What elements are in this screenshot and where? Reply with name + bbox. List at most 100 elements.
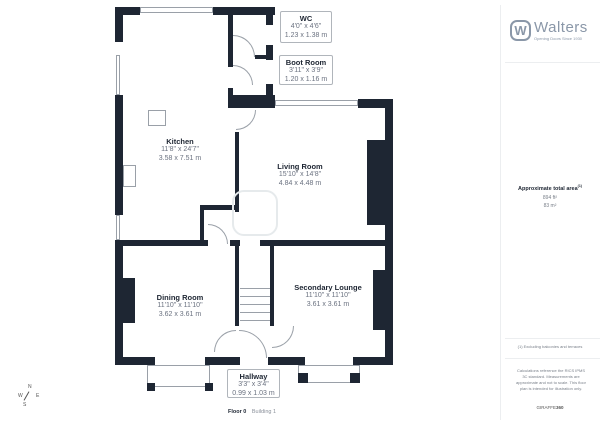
room-imperial: 11'10" x 11'10" xyxy=(305,292,351,300)
brand-name: Walters xyxy=(534,19,588,36)
logo-mark: W xyxy=(510,20,531,41)
wall xyxy=(266,45,273,60)
area-footnote-ref: (1) xyxy=(577,184,582,188)
front-door[interactable] xyxy=(239,330,267,358)
room-metric: 4.84 x 4.48 m xyxy=(278,180,322,188)
door[interactable] xyxy=(236,110,256,130)
compass-icon: N E S W xyxy=(18,384,42,408)
wall xyxy=(298,373,308,383)
wall xyxy=(115,7,140,15)
room-imperial: 11'10" x 11'10" xyxy=(157,302,203,310)
info-panel xyxy=(500,5,600,420)
watermark-logo xyxy=(232,190,278,236)
wall xyxy=(385,240,393,365)
room-name: Hallway xyxy=(239,372,268,381)
window xyxy=(140,7,213,13)
room-name: Boot Room xyxy=(285,58,327,67)
door[interactable] xyxy=(208,224,228,244)
room-label-secondary-lounge: Secondary Lounge 11'10" x 11'10" 3.61 x … xyxy=(278,283,378,310)
wall xyxy=(235,246,239,326)
wall xyxy=(200,205,204,245)
wall xyxy=(200,205,239,210)
sink-icon xyxy=(123,165,136,187)
door[interactable] xyxy=(233,65,253,85)
wall xyxy=(213,7,275,15)
room-imperial: 4'0" x 4'6" xyxy=(290,23,322,31)
room-name: Dining Room xyxy=(156,293,204,302)
window xyxy=(275,100,358,106)
area-sqm: 83 m² xyxy=(543,203,557,209)
wall xyxy=(255,55,267,59)
hob-icon xyxy=(148,110,166,126)
wall xyxy=(268,357,305,365)
wall xyxy=(260,240,393,246)
room-metric: 1.23 x 1.38 m xyxy=(284,32,328,40)
divider xyxy=(505,358,600,359)
room-name: WC xyxy=(299,14,313,23)
room-metric: 0.99 x 1.03 m xyxy=(232,390,275,398)
wall xyxy=(266,7,273,25)
wall xyxy=(147,383,155,391)
window xyxy=(116,55,120,95)
fireplace xyxy=(373,270,385,330)
room-imperial: 3'3" x 3'4" xyxy=(238,381,269,389)
wall xyxy=(228,95,275,108)
room-imperial: 11'8" x 24'7" xyxy=(161,146,199,154)
stair-tread xyxy=(240,320,270,321)
wall xyxy=(358,99,393,108)
wall xyxy=(115,240,208,246)
compass-w: W xyxy=(18,393,23,399)
wall xyxy=(205,383,213,391)
wall xyxy=(115,357,155,365)
compass-e: E xyxy=(36,393,40,399)
divider xyxy=(505,62,600,63)
room-name: Living Room xyxy=(277,162,323,171)
credit: GIRAFFE360 xyxy=(505,405,595,410)
door[interactable] xyxy=(214,330,236,352)
wall xyxy=(270,246,274,326)
floor-label: Floor 0 xyxy=(228,409,247,415)
wall xyxy=(350,373,360,383)
area-title: Approximate total area(1) xyxy=(505,184,595,192)
brand-logo: W Walters Opening Doors Since 1930 xyxy=(510,19,595,42)
wall xyxy=(115,95,123,215)
wall xyxy=(353,357,393,365)
room-label-hallway: Hallway 3'3" x 3'4" 0.99 x 1.03 m xyxy=(227,369,280,398)
fireplace xyxy=(123,278,135,323)
credit-a: GIRAFFE xyxy=(536,405,556,410)
wall xyxy=(228,7,233,67)
building-label: Building 1 xyxy=(251,409,277,415)
room-metric: 3.62 x 3.61 m xyxy=(158,311,202,319)
wall xyxy=(266,84,273,99)
window xyxy=(116,215,120,240)
room-metric: 3.58 x 7.51 m xyxy=(158,155,202,163)
room-label-wc: WC 4'0" x 4'6" 1.23 x 1.38 m xyxy=(280,11,332,43)
credit-b: 360 xyxy=(556,405,564,410)
footnote: (1) Excluding balconies and terraces xyxy=(517,344,583,349)
fireplace xyxy=(367,140,385,225)
compass-n: N xyxy=(28,384,32,390)
door[interactable] xyxy=(233,35,255,57)
room-metric: 1.20 x 1.16 m xyxy=(284,76,328,84)
area-sqft: 894 ft² xyxy=(542,195,558,201)
disclaimer: Calculations reference the RICS IPMS 3C … xyxy=(516,368,586,391)
room-name: Kitchen xyxy=(166,137,194,146)
area-title-text: Approximate total area xyxy=(518,185,578,192)
wall xyxy=(230,240,240,246)
wall xyxy=(115,7,123,42)
wall xyxy=(385,99,393,246)
compass-s: S xyxy=(23,402,27,408)
wall xyxy=(205,357,240,365)
stair-tread xyxy=(240,296,270,297)
room-metric: 3.61 x 3.61 m xyxy=(306,301,350,309)
room-imperial: 15'10" x 14'8" xyxy=(278,171,322,179)
floor-caption: Floor 0 Building 1 xyxy=(228,409,276,415)
room-label-boot-room: Boot Room 3'11" x 3'9" 1.20 x 1.16 m xyxy=(279,55,333,85)
room-label-kitchen: Kitchen 11'8" x 24'7" 3.58 x 7.51 m xyxy=(130,137,230,164)
wall xyxy=(235,132,239,212)
brand-tagline: Opening Doors Since 1930 xyxy=(534,36,583,41)
room-label-dining-room: Dining Room 11'10" x 11'10" 3.62 x 3.61 … xyxy=(130,293,230,320)
door[interactable] xyxy=(272,326,294,348)
divider xyxy=(505,338,600,339)
room-imperial: 3'11" x 3'9" xyxy=(289,67,323,75)
